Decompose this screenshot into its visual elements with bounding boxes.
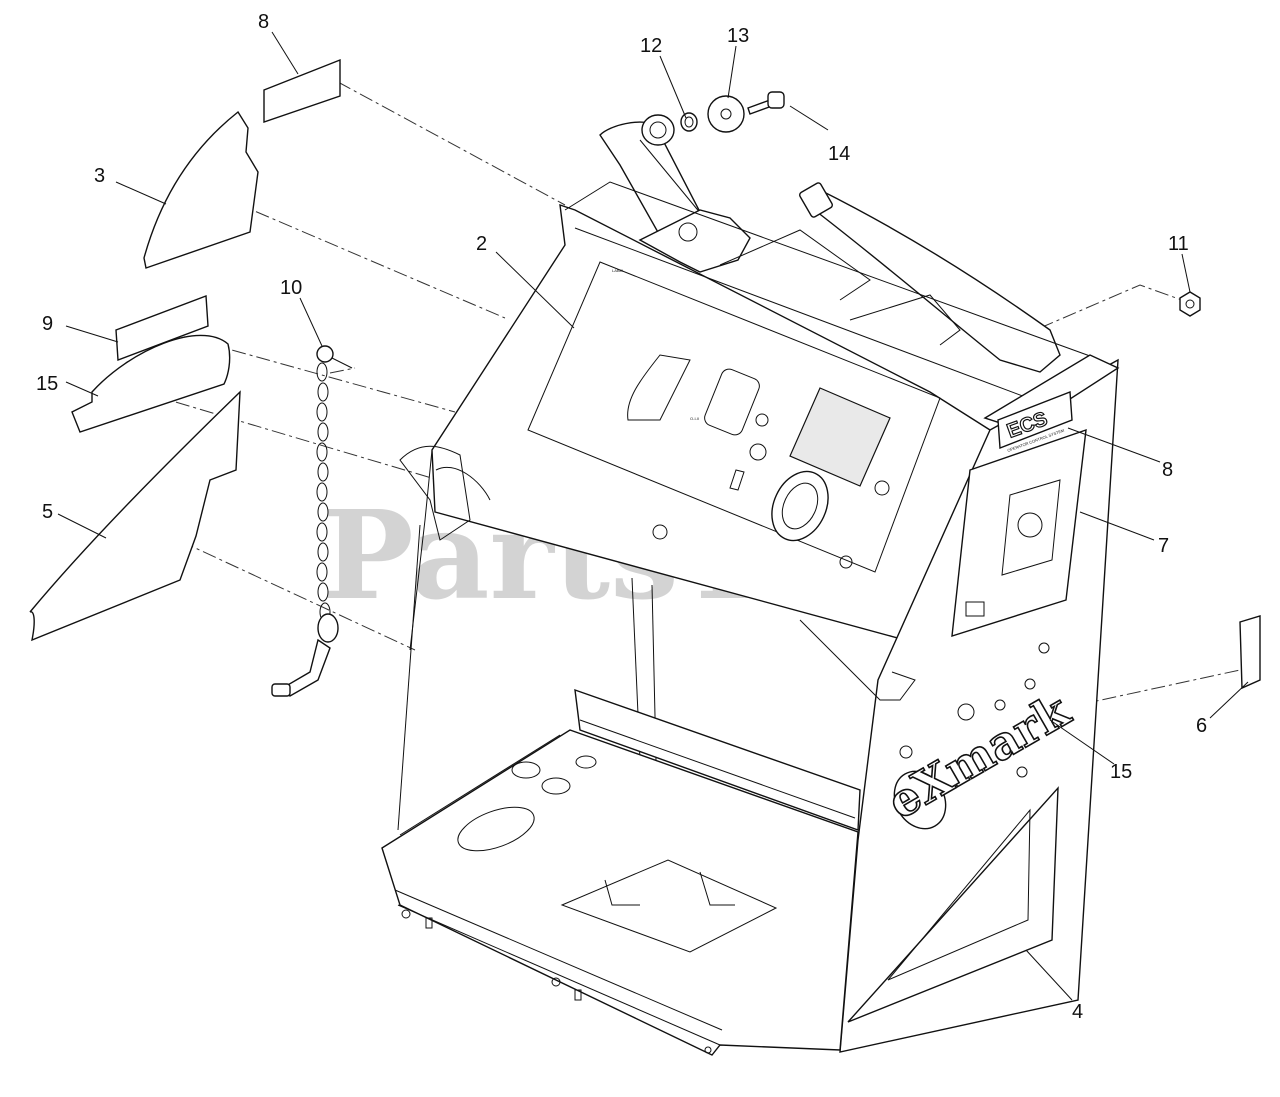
callout-2: 2 bbox=[476, 233, 487, 255]
part-6-decal[interactable] bbox=[1239, 615, 1261, 690]
callout-9: 9 bbox=[42, 313, 53, 335]
callout-10: 10 bbox=[280, 277, 302, 299]
frame-body[interactable]: ECS OPERATOR CONTROL SYSTEM eXmark bbox=[397, 354, 1120, 1053]
part-11-nut[interactable] bbox=[1179, 291, 1201, 317]
chain bbox=[316, 362, 331, 622]
callout-13: 13 bbox=[727, 25, 749, 47]
part-9-decal[interactable] bbox=[115, 295, 209, 361]
part-15-side-panel[interactable] bbox=[71, 334, 231, 433]
part-13-knob[interactable] bbox=[707, 95, 745, 133]
callout-5: 5 bbox=[42, 501, 53, 523]
part-12-washer[interactable] bbox=[680, 112, 698, 132]
callout-12: 12 bbox=[640, 35, 662, 57]
callout-14: 14 bbox=[828, 143, 850, 165]
part-10-chain-pin[interactable] bbox=[271, 345, 353, 698]
part-7-instruction-decal[interactable] bbox=[951, 428, 1087, 637]
callout-15-brand: 15 bbox=[1110, 761, 1132, 783]
part-8-decal-top[interactable] bbox=[263, 58, 341, 123]
callout-11: 11 bbox=[1168, 233, 1189, 255]
part-4-base-plate[interactable] bbox=[381, 729, 859, 1056]
callout-3: 3 bbox=[94, 165, 105, 187]
callout-labels: 8 12 13 14 3 2 10 11 9 15 8 5 7 6 15 4 bbox=[36, 11, 1207, 1023]
callout-15-left: 15 bbox=[36, 373, 58, 395]
callout-4: 4 bbox=[1072, 1001, 1083, 1023]
part-3-panel[interactable] bbox=[143, 110, 259, 269]
callout-8-top: 8 bbox=[258, 11, 269, 33]
handle-assembly[interactable] bbox=[564, 114, 1091, 411]
part-5-side-shield[interactable] bbox=[29, 390, 241, 642]
callout-6: 6 bbox=[1196, 715, 1207, 737]
callout-7: 7 bbox=[1158, 535, 1169, 557]
svg-text:LABEL: LABEL bbox=[612, 268, 625, 273]
leader-lines bbox=[57, 31, 1249, 1001]
callout-8-ecs: 8 bbox=[1162, 459, 1173, 481]
part-14-bolt[interactable] bbox=[747, 91, 785, 115]
svg-text:O-I-II: O-I-II bbox=[690, 416, 699, 421]
